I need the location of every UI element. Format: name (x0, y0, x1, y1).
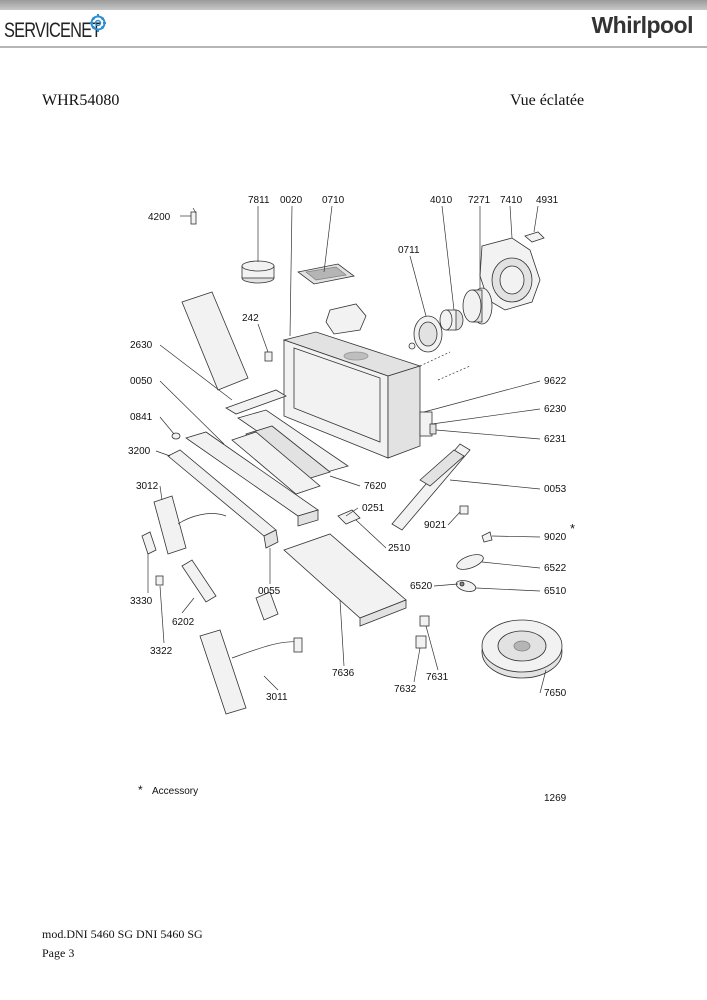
part-7636-drawing (283, 533, 407, 627)
part-9020-drawing (481, 531, 493, 543)
callout-4200: 4200 (148, 212, 171, 223)
callout-0020: 0020 (280, 195, 303, 206)
callout-6520: 6520 (410, 581, 433, 592)
gear-icon (90, 14, 106, 32)
part-0711-drawing (408, 315, 443, 353)
part-7620-drawing (231, 409, 349, 495)
header-bar (0, 0, 707, 10)
part-0055-drawing (255, 591, 279, 621)
leader-lines (147, 205, 547, 694)
callout-7271: 7271 (468, 195, 491, 206)
part-2630-drawing (181, 291, 249, 391)
callout-6202: 6202 (172, 617, 195, 628)
part-7632-drawing (415, 635, 427, 649)
part-6510-drawing (455, 580, 477, 592)
part-3200-drawing (167, 449, 279, 549)
part-0050-drawing (185, 389, 319, 527)
callout-9622: 9622 (544, 376, 567, 387)
callout-3322: 3322 (150, 646, 173, 657)
part-7811-drawing (241, 260, 275, 284)
callout-4931: 4931 (536, 195, 559, 206)
callout-7631: 7631 (426, 672, 449, 683)
part-242-drawing (264, 351, 273, 362)
callout-3011: 3011 (266, 692, 288, 703)
part-6202-drawing (181, 559, 217, 603)
callout-7811: 7811 (248, 195, 270, 206)
callout-0055: 0055 (258, 586, 281, 597)
whirlpool-logo: Whirlpool (591, 12, 693, 38)
callout-7632: 7632 (394, 684, 417, 695)
part-0841-drawing (171, 432, 181, 440)
part-4010-drawing (439, 309, 464, 331)
callout-labels: 4200 7811 0020 0710 4010 7271 7410 4931 … (128, 195, 575, 703)
part-0053-drawing (391, 443, 471, 531)
part-2510-drawing (337, 509, 361, 525)
part-3011-drawing (199, 629, 303, 715)
callout-4010: 4010 (430, 195, 453, 206)
callout-0053: 0053 (544, 484, 567, 495)
callout-7636: 7636 (332, 668, 355, 679)
callout-7410: 7410 (500, 195, 523, 206)
exploded-view-svg: 4200 7811 0020 0710 4010 7271 7410 4931 … (128, 195, 575, 804)
footer-page-number: Page 3 (42, 946, 75, 960)
footer-model: mod.DNI 5460 SG DNI 5460 SG (42, 927, 203, 941)
callout-9021: 9021 (424, 520, 447, 531)
callout-9020: 9020 (544, 532, 567, 543)
part-7410-drawing (479, 237, 541, 311)
callout-0251: 0251 (362, 503, 385, 514)
servicenet-logo: SERVICENET (4, 14, 128, 48)
callout-0841: 0841 (130, 412, 153, 423)
callout-0710: 0710 (322, 195, 345, 206)
callout-2510: 2510 (388, 543, 411, 554)
callout-3330: 3330 (130, 596, 153, 607)
part-3322-drawing (155, 575, 164, 586)
part-4200-drawing (190, 207, 197, 225)
accessory-legend-asterisk: * (138, 783, 143, 797)
callout-242: 242 (242, 313, 259, 324)
diagram-number: 1269 (544, 793, 567, 804)
part-bracket-drawing (325, 303, 367, 335)
part-0020-drawing (282, 331, 471, 459)
callout-7620: 7620 (364, 481, 387, 492)
part-3012-drawing (153, 495, 227, 555)
part-9021-drawing (459, 505, 469, 515)
part-4931-drawing (524, 231, 545, 243)
view-title: Vue éclatée (510, 92, 585, 109)
callout-7650: 7650 (544, 688, 567, 699)
part-0710-drawing (297, 263, 355, 285)
accessory-asterisk: * (570, 521, 575, 536)
callout-3200: 3200 (128, 446, 151, 457)
part-6522-drawing (456, 554, 484, 570)
callout-0711: 0711 (398, 245, 420, 256)
callout-0050: 0050 (130, 376, 153, 387)
callout-2630: 2630 (130, 340, 153, 351)
callout-6230: 6230 (544, 404, 567, 415)
callout-6510: 6510 (544, 586, 567, 597)
part-7271-drawing (462, 287, 493, 325)
callout-3012: 3012 (136, 481, 159, 492)
model-number: WHR54080 (42, 92, 120, 109)
part-7650-drawing (481, 619, 563, 679)
callout-6231: 6231 (544, 434, 567, 445)
part-6230-drawing (419, 411, 437, 437)
servicenet-logo-text: SERVICENET (4, 19, 101, 42)
header-divider (0, 46, 707, 48)
part-3330-drawing (141, 531, 157, 555)
callout-6522: 6522 (544, 563, 567, 574)
accessory-legend: Accessory (152, 786, 198, 797)
exploded-view-diagram: 4200 7811 0020 0710 4010 7271 7410 4931 … (120, 180, 590, 810)
part-7631-drawing (419, 615, 430, 627)
